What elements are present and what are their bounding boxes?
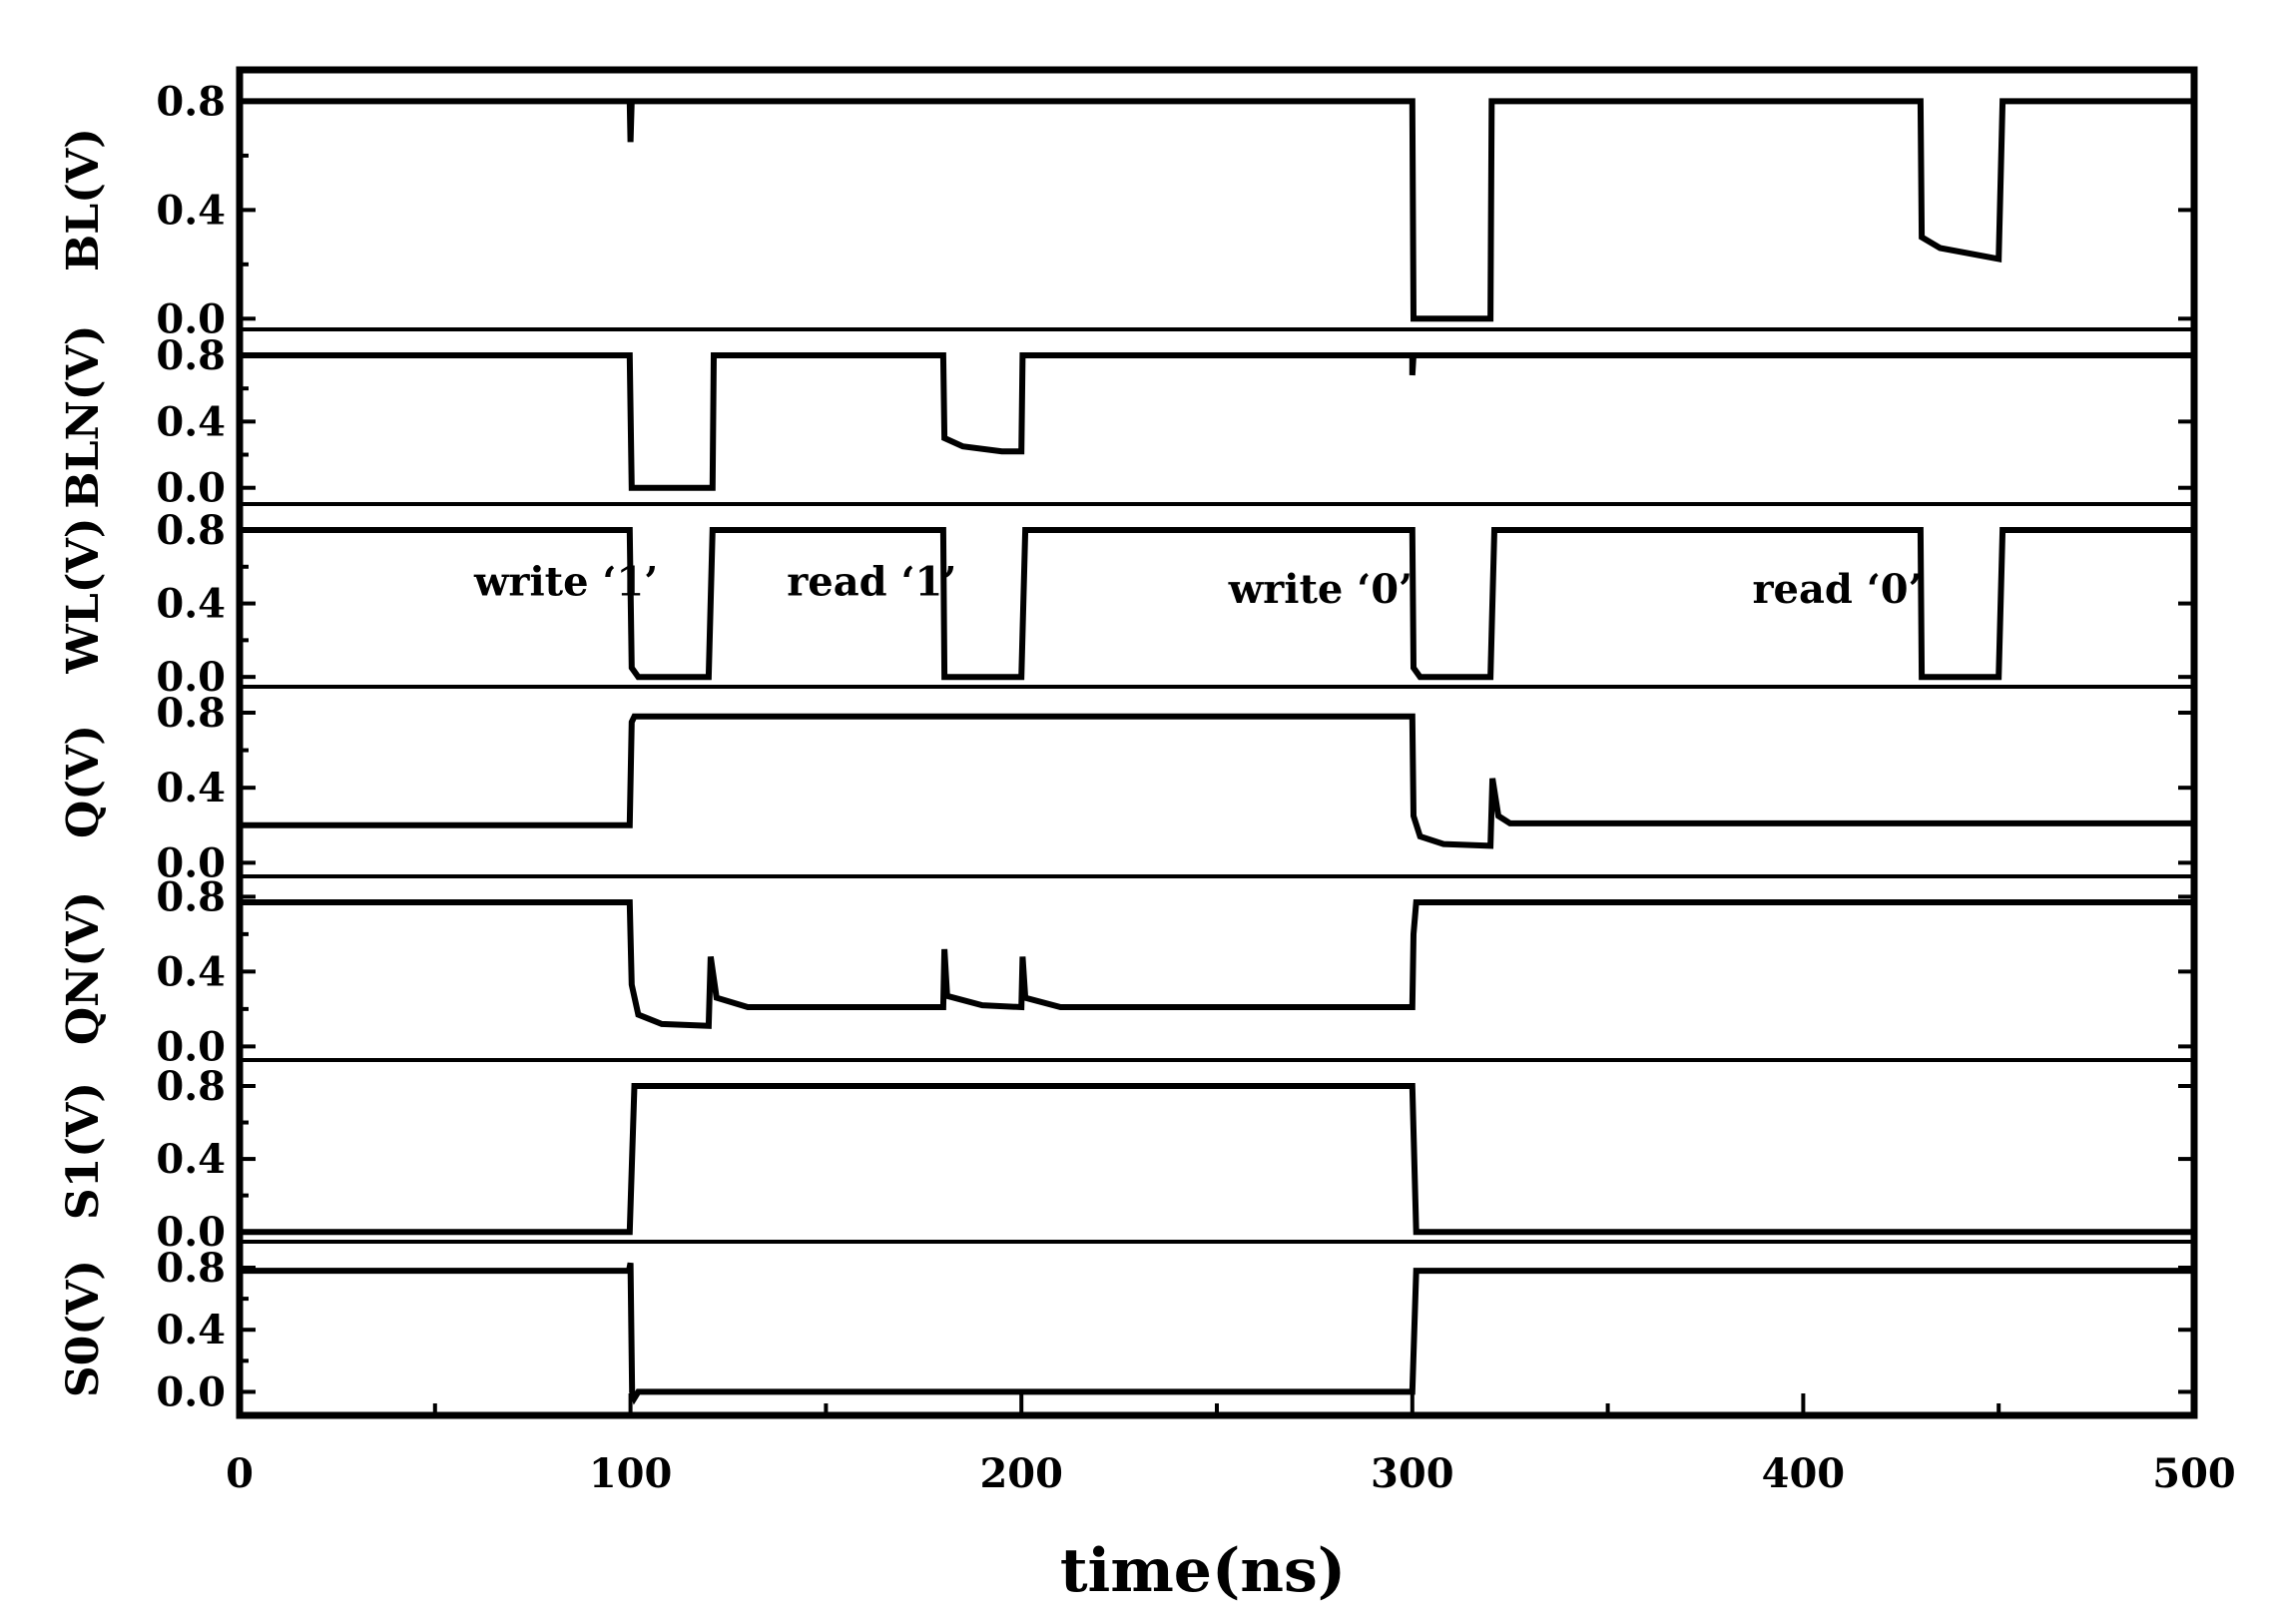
y-tick-label: 0.4: [156, 948, 226, 995]
panel-ylabel-qv: Q(V): [58, 725, 109, 838]
trace-s1v: [240, 1083, 2194, 1236]
y-tick-label: 0.8: [156, 332, 226, 379]
trace-qv: [240, 713, 2194, 849]
y-tick-label: 0.0: [156, 839, 226, 886]
panel-ylabel-s1v: S1(V): [58, 1082, 109, 1220]
x-tick-label: 100: [589, 1450, 673, 1497]
y-tick-label: 0.0: [156, 465, 226, 512]
y-tick-label: 0.8: [156, 873, 226, 920]
y-tick-label: 0.0: [156, 654, 226, 701]
annotation-write-1: write ‘1’: [473, 559, 658, 606]
trace-qnv: [240, 899, 2194, 1029]
panel-ylabel-qnv: QN(V): [58, 891, 109, 1045]
panel-ylabel-s0v: S0(V): [58, 1260, 109, 1397]
y-tick-label: 0.0: [156, 1209, 226, 1256]
trace-blv: [240, 98, 2194, 322]
y-tick-label: 0.8: [156, 507, 226, 554]
plot-frame: [236, 66, 2198, 1419]
annotation-layer: write ‘1’ read ‘1’ write ‘0’ read ‘0’: [473, 559, 1923, 613]
panel-ylabel-blnv: BLN(V): [58, 324, 109, 508]
trace-blnv: [240, 352, 2194, 491]
annotation-write-0: write ‘0’: [1228, 566, 1413, 613]
y-tick-label: 0.8: [156, 1245, 226, 1292]
x-axis-label: time(ns): [1060, 1536, 1346, 1606]
y-tick-label: 0.0: [156, 295, 226, 342]
x-tick-label: 0: [226, 1450, 254, 1497]
x-tick-label: 200: [979, 1450, 1063, 1497]
trace-s0v: [240, 1262, 2194, 1405]
x-tick-label: 500: [2152, 1450, 2236, 1497]
y-tick-label: 0.4: [156, 581, 226, 628]
x-tick-label: 400: [1762, 1450, 1846, 1497]
x-tick-label: 300: [1371, 1450, 1454, 1497]
y-tick-label: 0.8: [156, 78, 226, 125]
annotation-read-0: read ‘0’: [1752, 566, 1922, 613]
panel-ylabel-blv: BL(V): [58, 128, 109, 271]
y-tick-label: 0.4: [156, 765, 226, 812]
trace-wlv: [240, 527, 2194, 681]
y-tick-label: 0.8: [156, 1063, 226, 1110]
y-tick-label: 0.8: [156, 690, 226, 737]
y-tick-label: 0.0: [156, 1023, 226, 1070]
y-tick-label: 0.4: [156, 1136, 226, 1183]
panel-ylabel-wlv: WL(V): [58, 517, 109, 674]
y-tick-label: 0.4: [156, 398, 226, 445]
y-tick-label: 0.4: [156, 187, 226, 234]
y-tick-label: 0.0: [156, 1368, 226, 1415]
annotation-read-1: read ‘1’: [787, 559, 956, 606]
y-tick-label: 0.4: [156, 1307, 226, 1353]
chart-layer: 0.00.40.8BL(V)0.00.40.8BLN(V)0.00.40.8WL…: [58, 66, 2236, 1497]
